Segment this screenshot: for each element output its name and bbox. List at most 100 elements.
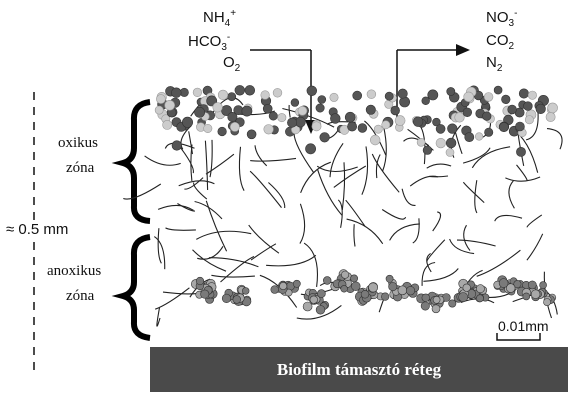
anaerobic-cell-clusters [190,269,557,315]
filament [526,233,544,261]
aerobic-cell [435,138,446,149]
anaerobic-cell [397,285,408,296]
filament [299,203,306,244]
aerobic-cell [262,104,273,114]
aerobic-cell [547,102,558,114]
aerobic-cell [217,89,229,100]
filament [329,142,344,178]
filament [546,128,563,150]
anaerobic-cell [292,279,301,288]
filament [178,180,215,187]
anaerobic-cell [458,292,469,302]
support-layer-bar [150,347,568,392]
filament [516,164,528,181]
filament [155,287,190,310]
anaerobic-cell [309,295,318,304]
aerobic-cell [516,146,526,157]
aerobic-cell [384,91,394,101]
filament [282,107,335,128]
aerobic-cell [290,98,300,107]
aerobic-cell [421,96,430,106]
aerobic-cell [306,85,317,97]
filament [381,209,407,220]
filament [494,214,523,222]
filament [303,242,318,287]
anaerobic-cell [221,293,232,304]
filament [238,146,245,191]
aerobic-cell [311,121,322,132]
filament [209,139,213,178]
aerobic-cell [227,92,237,101]
aerobic-cell [347,121,357,132]
filament [177,203,196,212]
filament [157,204,194,211]
anaerobic-cell [195,276,205,286]
filament [449,238,475,255]
anaerobic-cell [543,298,551,306]
filament [293,132,315,173]
filament [157,228,162,264]
filament [204,140,209,191]
oxic-zone-label-2: zóna [66,160,95,176]
anoxic-zone-label-1: anoxikus [47,263,102,279]
anaerobic-cell [431,304,441,314]
anaerobic-cell [200,289,210,299]
aerobic-cell [399,96,410,108]
filament [432,211,442,232]
aerobic-cell [501,94,511,104]
anaerobic-cell [360,290,370,299]
anaerobic-cell [475,284,485,294]
aerobic-cell [482,111,492,121]
anaerobic-cell [368,282,378,293]
filament [288,104,291,118]
aerobic-cell-layer [154,85,558,157]
aerobic-cell [156,94,166,104]
filament [471,146,511,169]
filament [353,224,356,247]
aerobic-cell [427,89,439,101]
filament [250,157,297,162]
anaerobic-cell [388,282,398,292]
aerobic-cell [162,120,173,130]
aerobic-cell [244,85,256,96]
anaerobic-cell [385,274,394,283]
aerobic-cell [397,88,408,99]
anaerobic-cell [242,287,250,295]
aerobic-cell [317,95,327,104]
filament [205,153,235,175]
filament [123,183,162,200]
aerobic-cell [330,113,341,124]
output-arrow-head [456,44,470,56]
aerobic-cell [182,116,194,128]
anaerobic-cell [315,305,326,315]
filament [153,236,166,270]
aerobic-cell [462,107,472,118]
aerobic-cell [229,122,240,132]
filament [196,230,252,240]
filament [248,224,280,254]
filament [421,261,436,286]
aerobic-cell [171,140,182,151]
aerobic-cell [217,126,227,137]
filament [317,169,343,216]
aerobic-cell [192,87,202,97]
aerobic-cell [319,132,330,143]
filament [194,200,223,220]
filament [426,239,446,262]
aerobic-cell [381,120,391,130]
filament [412,218,420,244]
aerobic-cell [234,85,246,96]
aerobic-cell [241,105,253,117]
anaerobic-cell [279,281,288,290]
output-nitrogen: N2 [486,54,503,74]
aerobic-cell [263,124,274,135]
aerobic-cell [527,90,537,100]
filament [428,175,449,178]
filament [462,181,485,204]
filament [364,120,387,156]
anaerobic-cell [405,286,416,296]
anaerobic-cell [323,276,332,285]
aerobic-cell [297,106,308,116]
anaerobic-cell [341,270,350,279]
